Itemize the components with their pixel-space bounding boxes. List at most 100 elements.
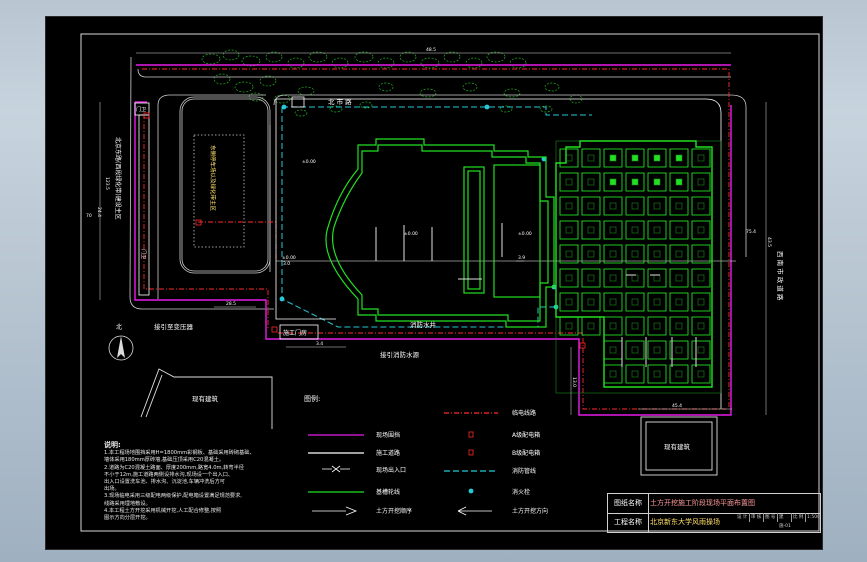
grid-cell-core: [653, 250, 661, 258]
grid-cell-core: [631, 178, 639, 186]
grid-cell-core: [565, 274, 573, 282]
grid-cell: [647, 172, 667, 192]
grid-cell: [647, 268, 667, 288]
grid-cell-core: [653, 202, 661, 210]
grid-cell: [691, 268, 711, 288]
grid-cell-core: [675, 370, 683, 378]
grid-cell-core: [653, 370, 661, 378]
dim-label: 75.4: [746, 229, 756, 235]
grid-cell-core: [653, 274, 661, 282]
dim-label: 3.0: [283, 261, 290, 267]
grid-cell-core: [697, 250, 705, 258]
grid-cell-core: [675, 178, 683, 186]
grid-cell: [691, 340, 711, 360]
grid-cell-core: [609, 370, 617, 378]
north-road-label: 北 市 路: [328, 97, 352, 106]
grid-cell: [559, 220, 579, 240]
project-name: 北京新东大学风雨操场: [650, 518, 720, 526]
drawing-name-label: 图纸名称: [608, 494, 649, 513]
tb-cell: 审 核: [750, 513, 764, 522]
grid-cell-core: [697, 178, 705, 186]
grid-cell-core: [697, 226, 705, 234]
grid-cell-core: [697, 154, 705, 162]
grid-cell: [669, 268, 689, 288]
grid-cell-core: [675, 154, 683, 162]
notes-line: 不小于12m,施工道路两侧设排水沟,现场设一个出入口、: [104, 471, 234, 478]
grid-cell: [647, 196, 667, 216]
title-block-cells: 设 计 审 核 图 号 建施-01 比 例 1:500: [736, 513, 820, 532]
grid-cell: [625, 196, 645, 216]
grid-cell-core: [653, 178, 661, 186]
gate-top-label: 门卫: [136, 106, 146, 113]
grid-cell: [691, 316, 711, 336]
legend-item-label: 临电线路: [512, 409, 536, 417]
grid-cell: [603, 220, 623, 240]
notes-line: 1.本工程场地围挡采用H=1800mm彩钢板、基础采用砖砌基础、: [104, 450, 255, 457]
title-block-row-drawing: 图纸名称 土方开挖施工阶段现场平面布置图: [608, 494, 820, 514]
grid-cell-core: [697, 346, 705, 354]
dim-label: 123.5: [104, 177, 110, 190]
dim-label: 13.0: [571, 377, 577, 387]
grid-cell-core: [675, 322, 683, 330]
grid-cell-core: [587, 226, 595, 234]
grid-cell-core: [609, 274, 617, 282]
structural-columns: [375, 223, 697, 367]
grid-cell: [691, 364, 711, 384]
grid-cell-core: [675, 250, 683, 258]
grid-cell-core: [675, 274, 683, 282]
gate-left-label: 门卫: [140, 249, 147, 259]
grid-cell-core: [587, 274, 595, 282]
grid-cell-core: [653, 298, 661, 306]
construction-road: [275, 98, 736, 409]
legend-item-label: 消防管线: [512, 467, 536, 475]
north-arrow-symbol: [108, 335, 134, 361]
grid-cell-core: [587, 202, 595, 210]
legend-item-label: 现场出入口: [376, 466, 406, 474]
title-block-row-project: 工程名称 北京新东大学风雨操场: [608, 513, 820, 532]
grid-cell: [559, 268, 579, 288]
grid-cell: [647, 364, 667, 384]
grid-cell: [581, 244, 601, 264]
legend-item-label: B级配电箱: [512, 449, 540, 457]
legend-item-label: 土方开挖方向: [512, 507, 548, 515]
dim-label: 3.9: [518, 255, 525, 261]
grid-cell: [625, 340, 645, 360]
grid-cell: [559, 196, 579, 216]
grid-cell: [603, 292, 623, 312]
grid-cell: [625, 316, 645, 336]
notes-line: 4.本工程土方开挖采用机械开挖,人工配合修整,按照: [104, 507, 222, 514]
grid-cell-core: [565, 202, 573, 210]
grid-cell-core: [675, 298, 683, 306]
grid-cell: [559, 148, 579, 168]
grid-cell: [647, 148, 667, 168]
grid-cell: [581, 316, 601, 336]
fire-hydrants: [279, 104, 559, 310]
grid-cell-core: [697, 370, 705, 378]
design-notes: 说明: 1.本工程场地围挡采用H=1800mm彩钢板、基础采用砖砌基础、 墙体采…: [104, 441, 326, 522]
distribution-boxes: [143, 112, 586, 349]
grid-cell-core: [587, 322, 595, 330]
grid-cell: [625, 220, 645, 240]
grid-cell-core: [587, 250, 595, 258]
grid-cell: [691, 244, 711, 264]
elevation-label: ±0.00: [518, 231, 532, 237]
tb-cell: 比 例: [792, 513, 806, 522]
grid-cell: [625, 292, 645, 312]
existing-buildings: [140, 368, 718, 476]
inner-lot-label: 东侧停车场以及绿化带主区: [209, 145, 217, 212]
grid-cell-core: [587, 178, 595, 186]
east-road-label: 西 南 市 政 道 路: [776, 251, 785, 301]
existing-building-label-2: 现有建筑: [664, 442, 691, 451]
grid-cell-core: [653, 226, 661, 234]
grid-cell: [625, 172, 645, 192]
tb-cell: 建施-01: [779, 513, 792, 529]
road-edges: [129, 56, 747, 310]
notes-line: 3.现场临电采用三级配电两级保护,配电箱设置满足规范要求,: [104, 493, 242, 500]
grid-cell-core: [631, 274, 639, 282]
grid-cell-core: [609, 250, 617, 258]
grid-cell: [559, 244, 579, 264]
dim-label: 48.5: [426, 47, 436, 53]
grid-cell: [669, 220, 689, 240]
legend-item-label: 消火栓: [512, 488, 530, 496]
grid-cell: [581, 220, 601, 240]
